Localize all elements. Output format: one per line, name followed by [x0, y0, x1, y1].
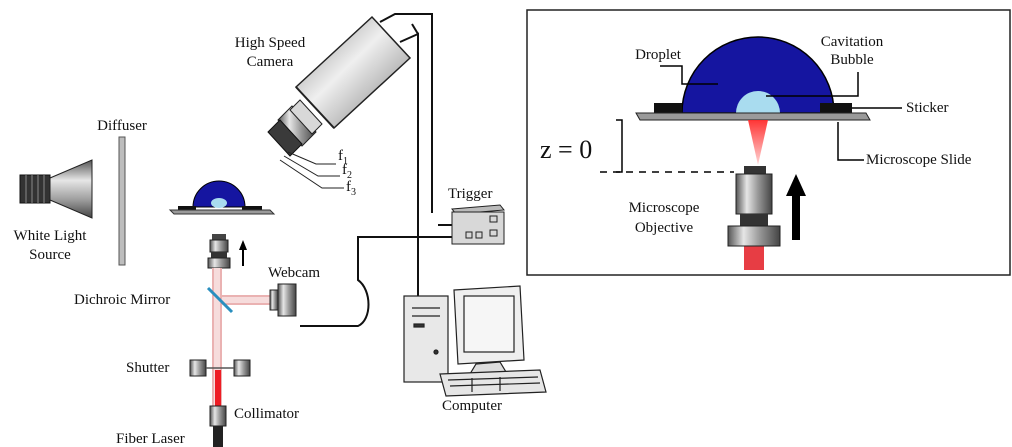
f1-label: f1 [338, 148, 348, 167]
f3-label: f3 [346, 179, 356, 198]
webcam-label: Webcam [268, 265, 320, 281]
up-arrow-small [239, 240, 247, 266]
fiber-laser-label: Fiber Laser [116, 431, 185, 447]
white-light-source [19, 159, 93, 219]
high-speed-camera [267, 15, 412, 157]
computer-label: Computer [442, 398, 502, 414]
white-light-source-label-line2: Source [29, 247, 71, 263]
signal-cables [300, 13, 470, 327]
dichroic-mirror [206, 286, 234, 314]
sample-stage-small [168, 180, 276, 215]
trigger-unit [451, 204, 505, 245]
inset-panel [526, 9, 1011, 276]
microscope-slide-label: Microscope Slide [866, 152, 972, 168]
collimator [209, 405, 227, 447]
webcam [269, 283, 297, 317]
f2-label: f2 [342, 162, 352, 181]
laser-beam-path [212, 268, 270, 408]
inset-laser-beam [744, 246, 764, 270]
collimator-label: Collimator [234, 406, 299, 422]
up-arrow-large [786, 174, 806, 240]
dichroic-mirror-label: Dichroic Mirror [74, 292, 170, 308]
trigger-label: Trigger [448, 186, 492, 202]
inset-laser-focus [748, 120, 768, 165]
microscope-objective-large [727, 166, 781, 247]
z-zero-label: z = 0 [540, 135, 592, 164]
droplet-label: Droplet [635, 47, 682, 63]
microscope-objective-label-line2: Objective [635, 220, 694, 236]
diffuser [118, 136, 126, 266]
microscope-objective-small [207, 234, 231, 269]
inset-sample [635, 36, 871, 121]
computer [403, 285, 547, 397]
white-light-source-label-line1: White Light [14, 228, 88, 244]
microscope-objective-label-line1: Microscope [629, 200, 700, 216]
high-speed-camera-label-line2: Camera [247, 54, 294, 70]
cavitation-bubble-label-line2: Bubble [830, 52, 874, 68]
sticker-label: Sticker [906, 100, 949, 116]
diffuser-label: Diffuser [97, 118, 147, 134]
inset-leader-lines [600, 65, 902, 173]
cavitation-bubble-label-line1: Cavitation [821, 34, 884, 50]
shutter [189, 359, 251, 377]
focal-lines [279, 151, 344, 189]
high-speed-camera-label-line1: High Speed [235, 35, 306, 51]
shutter-label: Shutter [126, 360, 169, 376]
